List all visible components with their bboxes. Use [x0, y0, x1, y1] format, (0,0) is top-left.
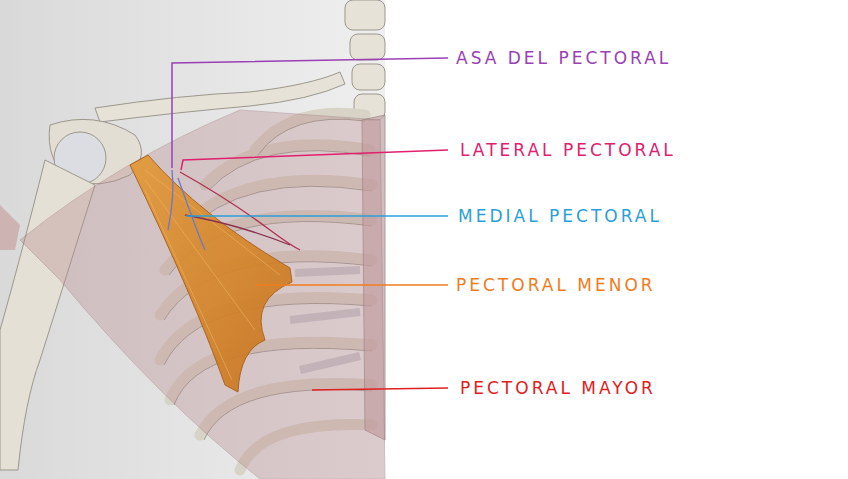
leader-lines — [172, 58, 448, 390]
pectoral-major-muscle — [20, 110, 385, 479]
deltoid-insertion — [0, 205, 20, 250]
nerve-loop-label: ASA DEL PECTORAL — [456, 48, 671, 68]
nerve-label: MEDIAL PECTORAL — [458, 206, 662, 226]
muscle-fibres — [145, 170, 280, 380]
muscle-label: PECTORAL MAYOR — [460, 378, 656, 398]
nerve-label: LATERAL PECTORAL — [460, 140, 676, 160]
pectoral-nerves — [168, 170, 300, 250]
background-panel — [0, 0, 385, 479]
muscle-label: PECTORAL MENOR — [456, 275, 656, 295]
